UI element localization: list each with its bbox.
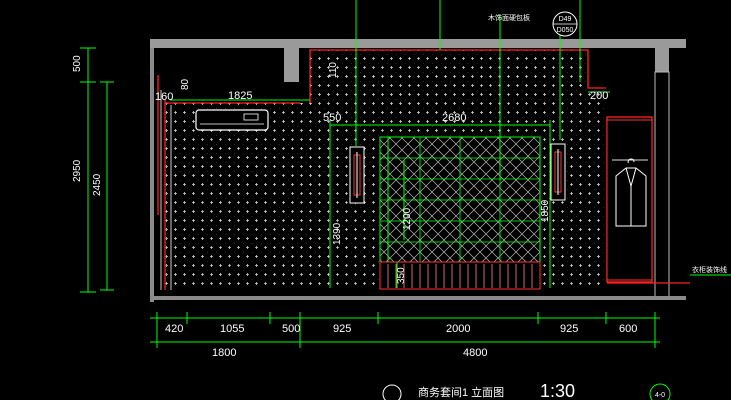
dim-bottom-500: 500 [282,323,300,335]
dim-bottom-600: 600 [619,323,637,335]
drawing-scale: 1:30 [540,381,575,400]
coat-icon [615,158,647,227]
wall-lamp-left [349,146,365,204]
dim-200: 200 [590,90,608,102]
dim-bottom-1800: 1800 [212,347,236,359]
wall-lamp-right [550,143,566,201]
wall-structure [150,39,686,302]
dim-bottom-1055: 1055 [220,323,244,335]
headboard [379,136,541,263]
dim-bottom-925-left: 925 [333,323,351,335]
title-block: 商务套间1 立面图 1:30 4-0 [382,381,671,400]
section-mark: 4-0 [655,392,665,399]
wardrobe [606,119,653,281]
dim-left-500: 500 [72,55,83,72]
leader-note-top: 木饰面硬包板 [488,13,530,22]
dim-80: 80 [180,78,191,90]
dim-left-2950: 2950 [72,159,83,182]
dim-110: 110 [328,62,339,78]
dim-1825: 1825 [228,90,252,102]
door-frame [160,90,172,290]
dimension-lines [80,0,731,348]
dim-2680: 2680 [442,112,466,124]
dim-bottom-4800: 4800 [463,347,487,359]
dim-1200: 1200 [402,207,413,230]
dim-160: 160 [155,91,173,103]
detail-ref-top: D49 [559,16,572,23]
dim-bottom-925-right: 925 [560,323,578,335]
dim-350: 350 [396,267,407,284]
dim-bottom-420: 420 [165,323,183,335]
dim-bottom-2000: 2000 [446,323,470,335]
dim-left-2450: 2450 [92,173,103,196]
dim-1850: 1850 [540,199,551,222]
air-conditioner [195,109,269,131]
drawing-title: 商务套间1 立面图 [418,385,504,399]
dim-550: 550 [323,112,341,124]
bed-base [379,261,541,290]
leader-note-right: 衣柜装饰线 [692,265,727,274]
detail-ref-bottom: D050 [557,27,574,34]
dim-1390: 1390 [332,222,343,245]
detail-callout: D49 D050 [552,11,578,37]
